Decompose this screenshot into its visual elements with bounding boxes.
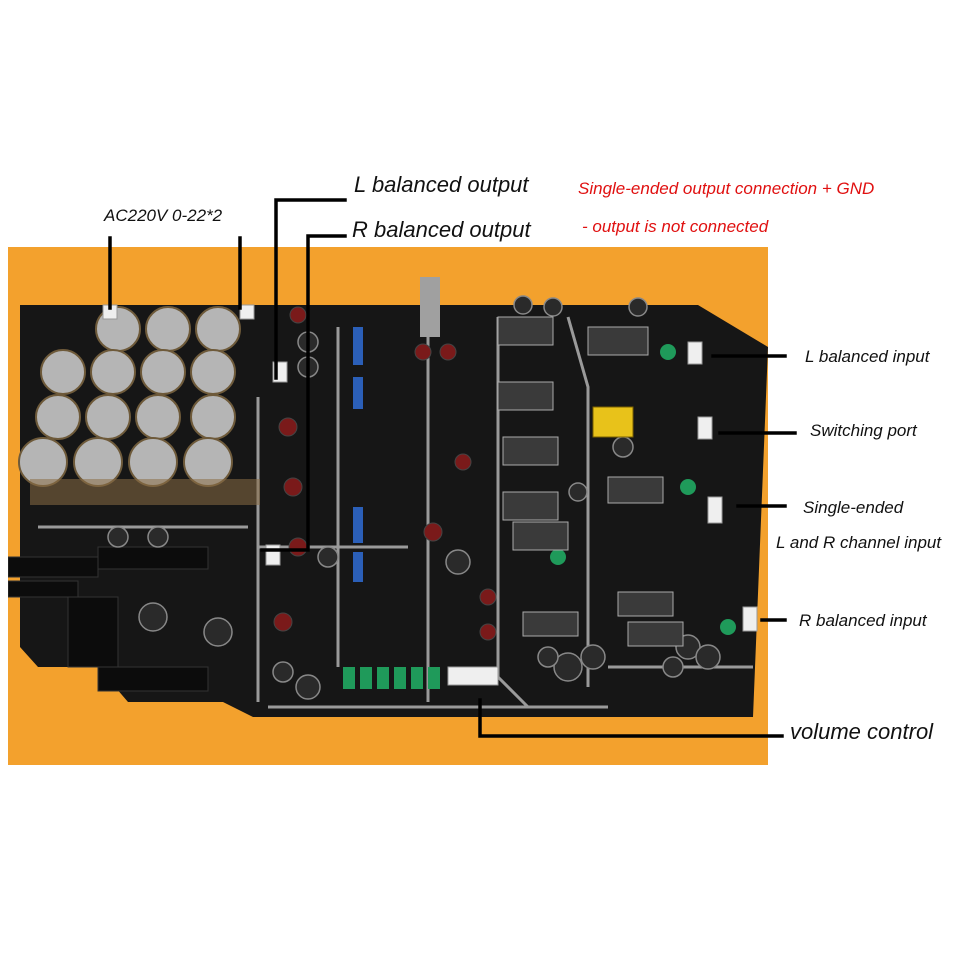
r-balanced-output-label: R balanced output (352, 217, 531, 242)
small-capacitors (107, 295, 721, 700)
green-capacitors (343, 344, 736, 689)
heatsinks (8, 546, 209, 692)
l-balanced-input-label: L balanced input (805, 347, 930, 366)
l-balanced-output-label: L balanced output (354, 172, 529, 197)
single-ended-label-line2: L and R channel input (776, 533, 942, 552)
regulator-tab (420, 277, 440, 337)
film-capacitors (353, 327, 363, 582)
single-ended-note-line1: Single-ended output connection + GND (578, 179, 875, 198)
single-ended-label-line1: Single-ended (803, 498, 904, 517)
relay (592, 406, 634, 438)
pcb-photo (8, 247, 768, 765)
single-ended-note-line2: - output is not connected (582, 217, 769, 236)
volume-control-label: volume control (790, 719, 934, 744)
switching-port-label: Switching port (810, 421, 917, 440)
r-balanced-input-label: R balanced input (799, 611, 927, 630)
transistor-arrays (497, 316, 684, 647)
ac-power-label: AC220V 0-22*2 (104, 206, 223, 225)
